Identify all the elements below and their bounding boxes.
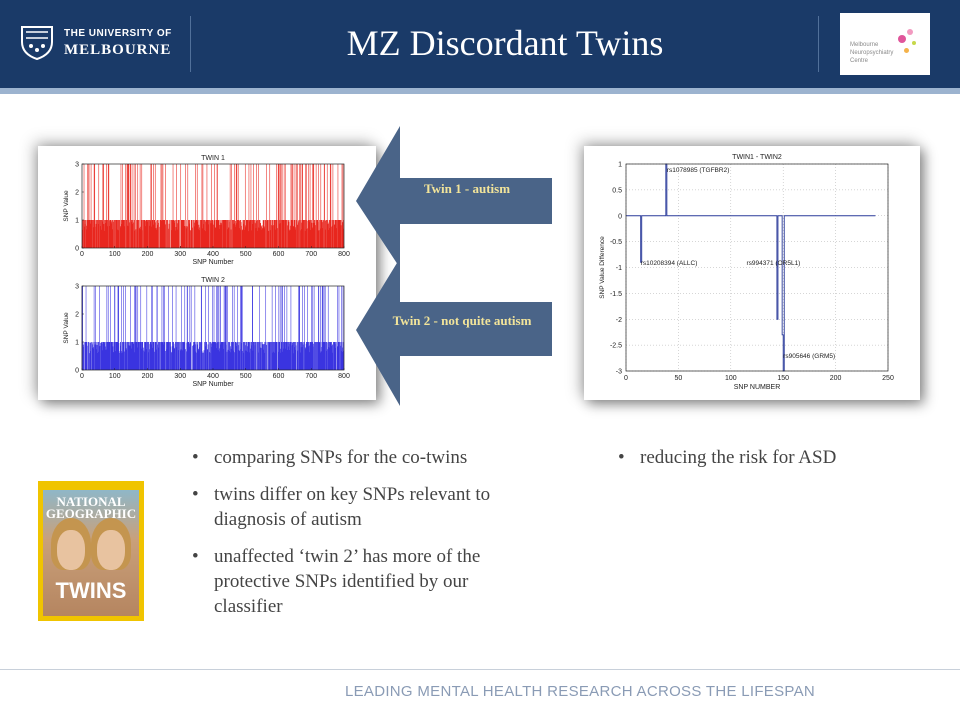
x-axis-label: SNP NUMBER — [734, 384, 781, 391]
y-tick-label: -0.5 — [610, 239, 622, 246]
y-tick-label: 2 — [75, 312, 79, 319]
arrow-left-twin2-icon — [356, 258, 552, 406]
plot-frame — [625, 163, 889, 372]
y-tick-label: 3 — [75, 284, 79, 291]
x-axis-label: SNP Number — [192, 259, 234, 266]
y-tick-label: 0 — [75, 368, 79, 375]
x-tick-label: 700 — [305, 251, 317, 258]
header-bar: THE UNIVERSITY OF MELBOURNE MZ Discordan… — [0, 0, 960, 88]
y-axis-label: SNP Value — [63, 190, 70, 222]
y-tick-label: -1 — [616, 265, 622, 272]
x-tick-label: 150 — [777, 375, 789, 382]
footer-divider — [0, 669, 960, 670]
y-axis-label: SNP Value Difference — [599, 236, 606, 299]
twin2-arrow-label: Twin 2 - not quite autism — [392, 313, 532, 328]
x-tick-label: 100 — [109, 373, 121, 380]
x-tick-label: 200 — [142, 251, 154, 258]
university-name-top: THE UNIVERSITY OF — [64, 28, 172, 39]
y-axis-label: SNP Value — [63, 312, 70, 344]
partner-logo-text: Melbourne Neuropsychiatry Centre — [850, 42, 894, 64]
crest-icon — [21, 26, 53, 60]
snp-difference-chart: TWIN1 - TWIN2 0 50 100 150 200 250 1 0.5 0 -0.5 -1 -… — [599, 154, 894, 391]
footer-tagline: LEADING MENTAL HEALTH RESEARCH ACROSS TH… — [344, 683, 816, 700]
chart-title: TWIN1 - TWIN2 — [732, 154, 782, 161]
x-tick-label: 200 — [830, 375, 842, 382]
university-name-bottom: MELBOURNE — [64, 42, 172, 58]
x-tick-label: 0 — [624, 375, 628, 382]
list-item: comparing SNPs for the co-twins — [192, 445, 532, 470]
logo-dot-icon — [898, 35, 906, 43]
y-tick-label: -2.5 — [610, 343, 622, 350]
y-tick-label: -1.5 — [610, 291, 622, 298]
difference-series — [626, 163, 876, 372]
x-tick-label: 0 — [80, 251, 84, 258]
x-tick-label: 600 — [273, 251, 285, 258]
list-item: reducing the risk for ASD — [618, 445, 918, 470]
x-tick-label: 600 — [273, 373, 285, 380]
bullet-list-left: comparing SNPs for the co-twins twins di… — [192, 445, 532, 631]
x-tick-label: 300 — [174, 251, 186, 258]
magazine-cover-image: NATIONAL GEOGRAPHIC TWINS — [38, 481, 144, 621]
x-tick-label: 250 — [882, 375, 894, 382]
bullet-list-right: reducing the risk for ASD — [618, 445, 918, 482]
x-tick-label: 400 — [207, 373, 219, 380]
x-tick-label: 100 — [109, 251, 121, 258]
x-tick-label: 200 — [142, 373, 154, 380]
x-tick-label: 100 — [725, 375, 737, 382]
header-divider — [190, 16, 191, 72]
magazine-title: NATIONAL GEOGRAPHIC — [45, 494, 137, 521]
data-annotation: rs10208394 (ALLC) — [641, 260, 698, 267]
data-annotation: rs1078985 (TGFBR2) — [667, 167, 730, 174]
list-item: unaffected ‘twin 2’ has more of the prot… — [192, 544, 532, 619]
page-title: MZ Discordant Twins — [346, 23, 664, 63]
magazine-headline: TWINS — [55, 578, 127, 603]
y-tick-label: -3 — [616, 369, 622, 376]
chart-title: TWIN 1 — [201, 155, 225, 162]
x-tick-label: 800 — [338, 373, 350, 380]
header-stripe — [0, 88, 960, 94]
x-axis-label: SNP Number — [192, 381, 234, 388]
x-tick-label: 500 — [240, 251, 252, 258]
chart-title: TWIN 2 — [201, 277, 225, 284]
data-annotation: rs994371 (OR5L1) — [747, 260, 801, 267]
logo-dot-icon — [912, 41, 916, 45]
y-tick-label: 0.5 — [612, 187, 622, 194]
logo-dot-icon — [907, 29, 913, 35]
x-tick-label: 800 — [338, 251, 350, 258]
x-tick-label: 700 — [305, 373, 317, 380]
arrow-left-twin1-icon — [356, 126, 552, 268]
x-tick-label: 0 — [80, 373, 84, 380]
y-tick-label: 1 — [618, 162, 622, 169]
x-tick-label: 300 — [174, 373, 186, 380]
y-tick-label: 0 — [75, 246, 79, 253]
x-tick-label: 400 — [207, 251, 219, 258]
logo-dot-icon — [904, 48, 909, 53]
y-tick-label: 0 — [618, 213, 622, 220]
y-tick-label: 3 — [75, 162, 79, 169]
bar-series — [81, 286, 344, 370]
partner-logo[interactable]: Melbourne Neuropsychiatry Centre — [840, 13, 930, 75]
x-tick-label: 50 — [675, 375, 683, 382]
snp-difference-chart-panel: TWIN1 - TWIN2 0 50 100 150 200 250 1 0.5 0 -0.5 -1 -… — [584, 146, 920, 400]
data-annotation: rs905646 (GRM5) — [783, 353, 835, 360]
y-tick-label: 2 — [75, 190, 79, 197]
header-divider — [818, 16, 819, 72]
list-item: twins differ on key SNPs relevant to dia… — [192, 482, 532, 532]
y-tick-label: 1 — [75, 218, 79, 225]
y-tick-label: -2 — [616, 317, 622, 324]
y-tick-label: 1 — [75, 340, 79, 347]
twin1-arrow-label: Twin 1 - autism — [423, 181, 511, 196]
x-tick-label: 500 — [240, 373, 252, 380]
bar-series — [82, 164, 344, 248]
university-logo[interactable]: THE UNIVERSITY OF MELBOURNE — [18, 22, 188, 66]
